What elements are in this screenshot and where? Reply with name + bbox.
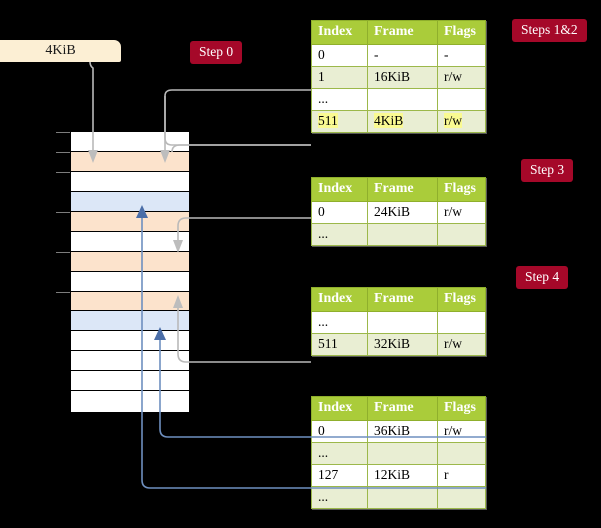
wire-steps12-hook xyxy=(171,144,311,153)
column-header-frame: Frame xyxy=(367,287,438,312)
memory-frame-row xyxy=(71,171,189,192)
table-cell: ... xyxy=(311,223,368,246)
table-cell xyxy=(437,311,486,334)
memory-tick xyxy=(56,291,70,293)
table-row: ... xyxy=(311,223,486,246)
table-cell: 511 xyxy=(311,110,368,133)
table-cell xyxy=(437,486,486,509)
table-cell: ... xyxy=(311,311,368,334)
table-cell: r/w xyxy=(437,110,486,133)
step-badge-step3: Step 3 xyxy=(521,159,574,182)
memory-frame-row xyxy=(71,371,189,392)
memory-frame-row xyxy=(71,271,189,292)
table-cell: r/w xyxy=(437,333,486,356)
physical-memory-column xyxy=(70,131,190,413)
table-cell xyxy=(437,442,486,465)
table-cell: 511 xyxy=(311,333,368,356)
wire-step4 xyxy=(177,308,311,363)
table-cell: - xyxy=(367,44,438,67)
table-cell xyxy=(367,486,438,509)
table-cell: 0 xyxy=(311,420,368,443)
table-cell: 1 xyxy=(311,66,368,89)
memory-frame-row xyxy=(71,251,189,272)
table-cell: ... xyxy=(311,486,368,509)
table-cell: 16KiB xyxy=(367,66,438,89)
memory-tick xyxy=(56,252,70,254)
table-cell: r xyxy=(437,464,486,487)
column-header-flags: Flags xyxy=(437,177,486,202)
memory-frame-row xyxy=(71,151,189,172)
memory-frame-row xyxy=(71,132,189,152)
table-cell: 0 xyxy=(311,201,368,224)
column-header-frame: Frame xyxy=(367,396,438,421)
table-cell: 127 xyxy=(311,464,368,487)
wire-step3 xyxy=(177,217,311,240)
cr3-frame-label: 4KiB xyxy=(45,43,76,58)
step-badge-steps12: Steps 1&2 xyxy=(512,19,587,42)
memory-frame-row xyxy=(71,291,189,312)
column-header-index: Index xyxy=(311,177,368,202)
column-header-index: Index xyxy=(311,396,368,421)
memory-frame-row xyxy=(71,211,189,232)
table-cell: r/w xyxy=(437,420,486,443)
table-cell: 12KiB xyxy=(367,464,438,487)
table-cell xyxy=(367,442,438,465)
table-cell: ... xyxy=(311,442,368,465)
memory-tick xyxy=(56,172,70,174)
column-header-frame: Frame xyxy=(367,20,438,45)
table-row: 0-- xyxy=(311,44,486,67)
memory-frame-row xyxy=(71,311,189,332)
memory-frame-row xyxy=(71,391,189,412)
memory-frame-row xyxy=(71,191,189,212)
table-cell: ... xyxy=(311,88,368,111)
column-header-flags: Flags xyxy=(437,396,486,421)
step-badge-step0: Step 0 xyxy=(190,41,243,64)
table-cell xyxy=(437,223,486,246)
column-header-frame: Frame xyxy=(367,177,438,202)
table-cell xyxy=(367,88,438,111)
memory-tick xyxy=(56,132,70,134)
column-header-index: Index xyxy=(311,287,368,312)
column-header-flags: Flags xyxy=(437,287,486,312)
cr3-frame-box: 4KiB xyxy=(0,40,121,62)
table-cell: - xyxy=(437,44,486,67)
table-cell: 0 xyxy=(311,44,368,67)
table-cell: r/w xyxy=(437,66,486,89)
column-header-index: Index xyxy=(311,20,368,45)
memory-tick xyxy=(56,152,70,154)
table-row: ... xyxy=(311,311,486,334)
table-cell: 32KiB xyxy=(367,333,438,356)
memory-frame-row xyxy=(71,231,189,252)
table-cell: 36KiB xyxy=(367,420,438,443)
table-cell: r/w xyxy=(437,201,486,224)
table-cell xyxy=(367,223,438,246)
table-cell: 24KiB xyxy=(367,201,438,224)
table-row: ... xyxy=(311,442,486,465)
table-cell xyxy=(367,311,438,334)
memory-frame-row xyxy=(71,331,189,352)
memory-frame-row xyxy=(71,351,189,372)
table-cell xyxy=(437,88,486,111)
column-header-flags: Flags xyxy=(437,20,486,45)
table-row: ... xyxy=(311,486,486,509)
memory-tick xyxy=(56,212,70,214)
table-cell: 4KiB xyxy=(367,110,438,133)
step-badge-step4: Step 4 xyxy=(516,266,569,289)
table-row: ... xyxy=(311,88,486,111)
